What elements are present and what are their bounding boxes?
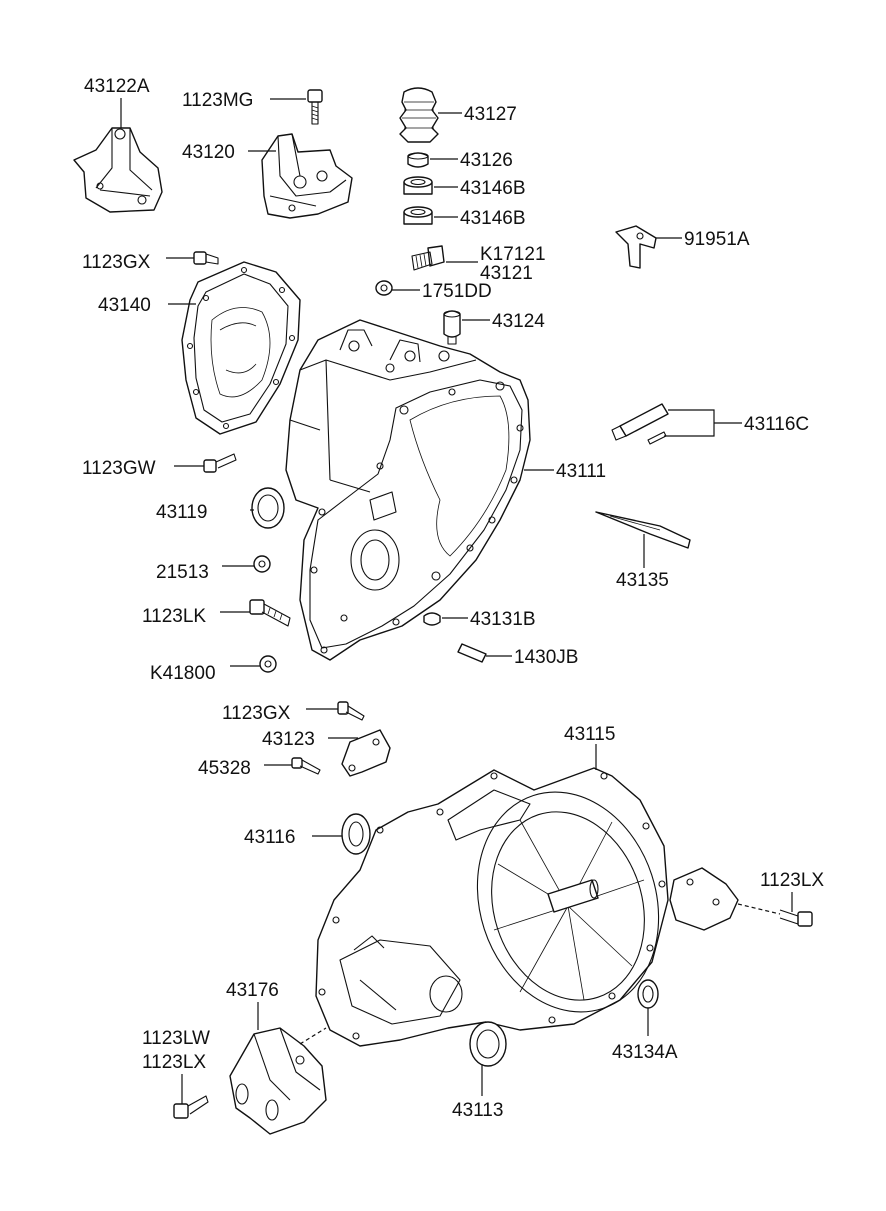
part-43116-seal	[341, 813, 371, 855]
part-1123LX-bolt-1	[779, 909, 813, 927]
label-43111: 43111	[556, 461, 606, 482]
part-43146B-bushing-2	[403, 206, 433, 225]
label-1123LK: 1123LK	[142, 606, 206, 627]
label-43121: 43121	[480, 263, 533, 284]
label-43122A: 43122A	[84, 76, 150, 97]
part-43135-strip	[595, 511, 691, 549]
part-43116C-sealant	[611, 403, 669, 445]
label-K41800: K41800	[150, 663, 216, 684]
part-43122A-bracket	[73, 127, 163, 213]
part-43119-seal	[251, 487, 285, 529]
part-43146B-bushing-1	[403, 176, 433, 195]
label-43146B-2: 43146B	[460, 208, 526, 229]
part-K17121-bolt	[411, 245, 445, 271]
part-43140-cover	[181, 261, 301, 435]
part-43123-bracket	[341, 729, 391, 777]
label-43127: 43127	[464, 104, 517, 125]
label-43119: 43119	[156, 502, 207, 523]
part-91951A-clip	[615, 225, 657, 269]
label-21513: 21513	[156, 562, 209, 583]
label-43135: 43135	[616, 570, 669, 591]
part-43111-case	[285, 319, 531, 661]
part-43176-bracket	[229, 1027, 327, 1135]
part-1123LK-bolt	[249, 599, 291, 627]
label-1123GX-2: 1123GX	[222, 703, 291, 724]
label-43115: 43115	[564, 724, 615, 745]
label-43134A: 43134A	[612, 1042, 678, 1063]
label-1751DD: 1751DD	[422, 281, 492, 302]
label-43116: 43116	[244, 827, 295, 848]
part-43131B-plug	[423, 612, 441, 626]
label-1123MG: 1123MG	[182, 90, 253, 111]
part-43126-cap	[407, 152, 429, 168]
label-43124: 43124	[492, 311, 545, 332]
part-43115-case	[315, 767, 669, 1047]
label-43140: 43140	[98, 295, 151, 316]
part-K41800-washer	[259, 655, 277, 673]
label-43131B: 43131B	[470, 609, 536, 630]
label-43120: 43120	[182, 142, 235, 163]
part-1430JB-pin	[457, 643, 487, 663]
label-91951A: 91951A	[684, 229, 750, 250]
label-1123GW: 1123GW	[82, 458, 156, 479]
part-1123MG-bolt	[307, 89, 323, 125]
part-1123GW-bolt	[203, 453, 237, 473]
part-1123GX-bolt-1	[193, 251, 219, 265]
label-43176: 43176	[226, 980, 279, 1001]
label-43146B-1: 43146B	[460, 178, 526, 199]
part-43113-seal	[469, 1021, 507, 1067]
part-43124-pin	[443, 310, 461, 345]
part-21513-washer	[253, 555, 271, 573]
label-43113: 43113	[452, 1100, 503, 1121]
part-45328-bolt	[291, 757, 321, 775]
label-1123LW: 1123LW	[142, 1028, 210, 1049]
part-1123GX-bolt-2	[337, 701, 365, 721]
label-1123GX-1: 1123GX	[82, 252, 151, 273]
label-1430JB: 1430JB	[514, 647, 578, 668]
part-1123LW-bolt	[173, 1095, 209, 1119]
part-43127-bump-stop	[399, 87, 439, 143]
label-45328: 45328	[198, 758, 251, 779]
label-1123LX-2: 1123LX	[142, 1052, 206, 1073]
part-1123LX-bracket	[669, 867, 739, 931]
label-43116C: 43116C	[744, 414, 809, 435]
label-43123: 43123	[262, 729, 315, 750]
label-K17121: K17121	[480, 244, 546, 265]
label-1123LX-1: 1123LX	[760, 870, 824, 891]
part-1751DD-washer	[375, 280, 393, 296]
part-43120-mount	[261, 133, 353, 219]
label-43126: 43126	[460, 150, 513, 171]
part-43134A-seal	[637, 979, 659, 1009]
